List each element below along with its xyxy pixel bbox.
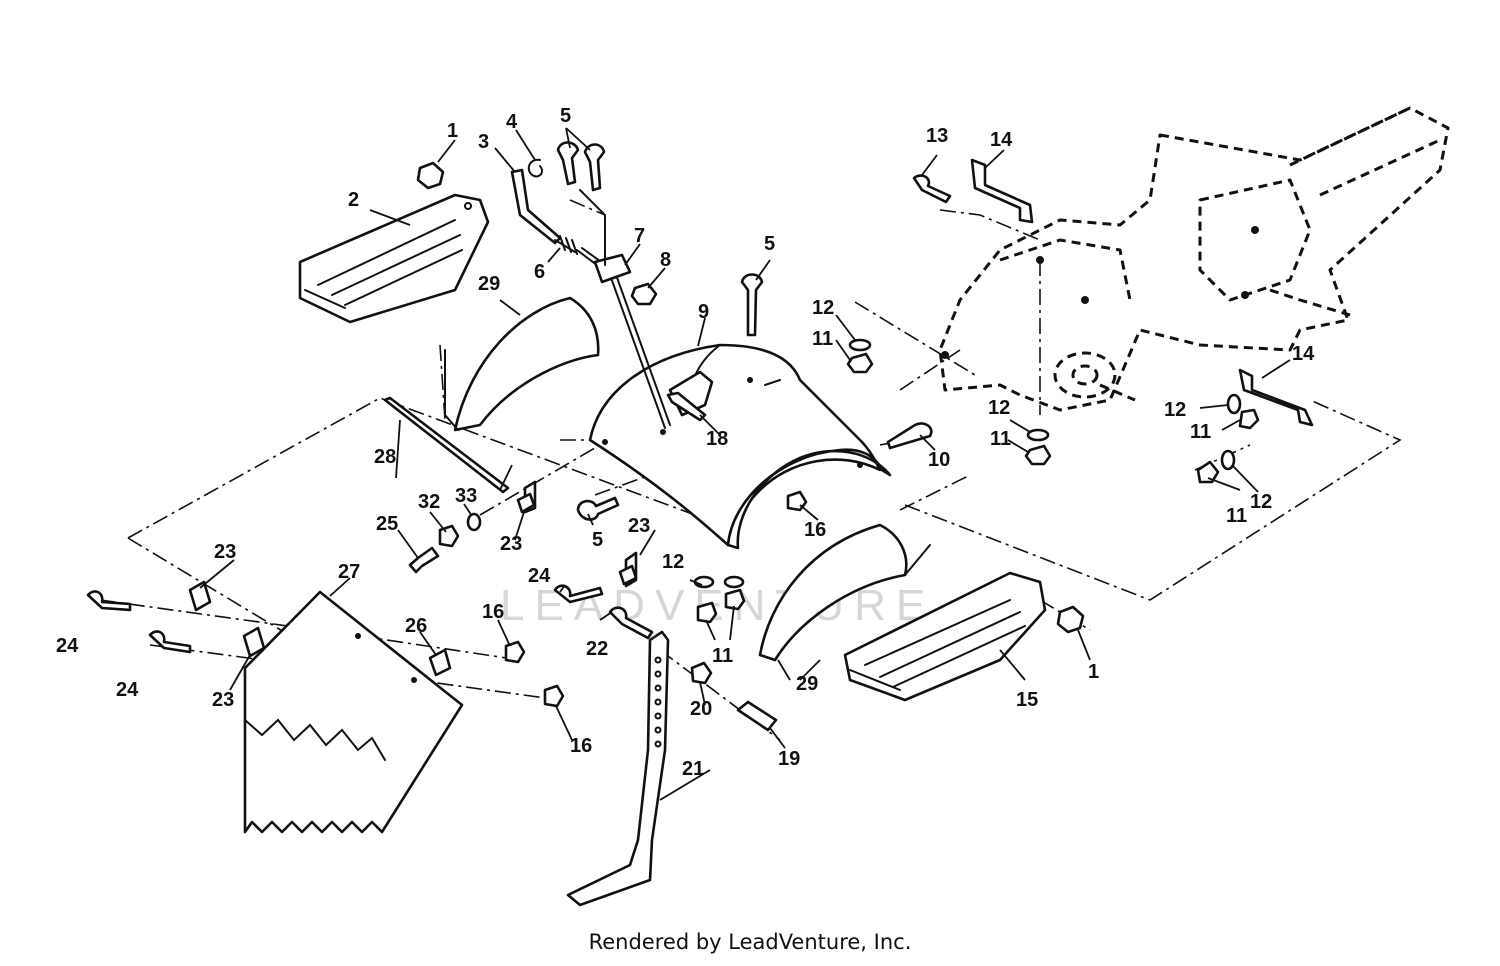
right-inner-flap <box>758 523 931 662</box>
callout-11: 11 <box>712 645 733 667</box>
hardware <box>86 141 1314 732</box>
hinge-rod <box>383 396 510 494</box>
callout-12: 12 <box>1164 399 1186 421</box>
callout-4: 4 <box>506 111 518 133</box>
left-side-cover <box>298 193 490 324</box>
callout-10: 10 <box>928 449 950 471</box>
callout-32: 32 <box>418 491 440 513</box>
callout-24: 24 <box>56 635 79 657</box>
callout-8: 8 <box>660 249 671 271</box>
callout-5: 5 <box>560 105 571 127</box>
callout-23: 23 <box>214 541 236 563</box>
callout-24: 24 <box>528 565 551 587</box>
callout-21: 21 <box>682 758 704 780</box>
callout-28: 28 <box>374 446 396 468</box>
callout-15: 15 <box>1016 689 1038 711</box>
callout-25: 25 <box>376 513 398 535</box>
callout-2: 2 <box>348 189 359 211</box>
right-side-cover <box>843 571 1047 702</box>
callout-6: 6 <box>534 261 545 283</box>
rear-flap <box>243 590 464 834</box>
callout-16: 16 <box>482 601 504 623</box>
callout-23: 23 <box>628 515 650 537</box>
callout-leaders <box>199 127 1291 801</box>
callout-12: 12 <box>662 551 684 573</box>
callout-33: 33 <box>455 485 477 507</box>
callout-9: 9 <box>698 301 709 323</box>
callout-12: 12 <box>812 297 834 319</box>
depth-stake <box>566 630 670 907</box>
callout-18: 18 <box>706 428 728 450</box>
callout-1: 1 <box>447 120 458 142</box>
callout-13: 13 <box>926 125 948 147</box>
callout-12: 12 <box>1250 491 1272 513</box>
callout-12: 12 <box>988 397 1010 419</box>
depth-control-lever <box>510 168 671 429</box>
callout-27: 27 <box>338 561 360 583</box>
callout-11: 11 <box>990 428 1011 450</box>
callout-11: 11 <box>1190 421 1211 443</box>
callout-5: 5 <box>592 529 603 551</box>
callout-22: 22 <box>586 638 608 660</box>
footer-credit: Rendered by LeadVenture, Inc. <box>588 930 912 954</box>
callout-29: 29 <box>796 673 818 695</box>
callout-29: 29 <box>478 273 500 295</box>
callout-23: 23 <box>500 533 522 555</box>
callout-3: 3 <box>478 131 489 153</box>
callout-14: 14 <box>1292 343 1315 365</box>
callout-16: 16 <box>804 519 826 541</box>
callout-5: 5 <box>764 233 775 255</box>
callout-1: 1 <box>1088 661 1099 683</box>
callout-numbers: 1 1 2 3 4 5 5 5 6 7 8 9 10 11 11 11 11 1… <box>56 105 1315 780</box>
callout-16: 16 <box>570 735 592 757</box>
callout-20: 20 <box>690 698 712 720</box>
callout-24: 24 <box>116 679 139 701</box>
callout-11: 11 <box>812 328 833 350</box>
callout-7: 7 <box>634 225 645 247</box>
callout-23: 23 <box>212 689 234 711</box>
callout-19: 19 <box>778 748 800 770</box>
tiller-frame-ghost <box>938 106 1450 412</box>
left-inner-flap <box>444 296 600 432</box>
callout-14: 14 <box>990 129 1013 151</box>
callout-11: 11 <box>1226 505 1247 527</box>
callout-26: 26 <box>405 615 427 637</box>
